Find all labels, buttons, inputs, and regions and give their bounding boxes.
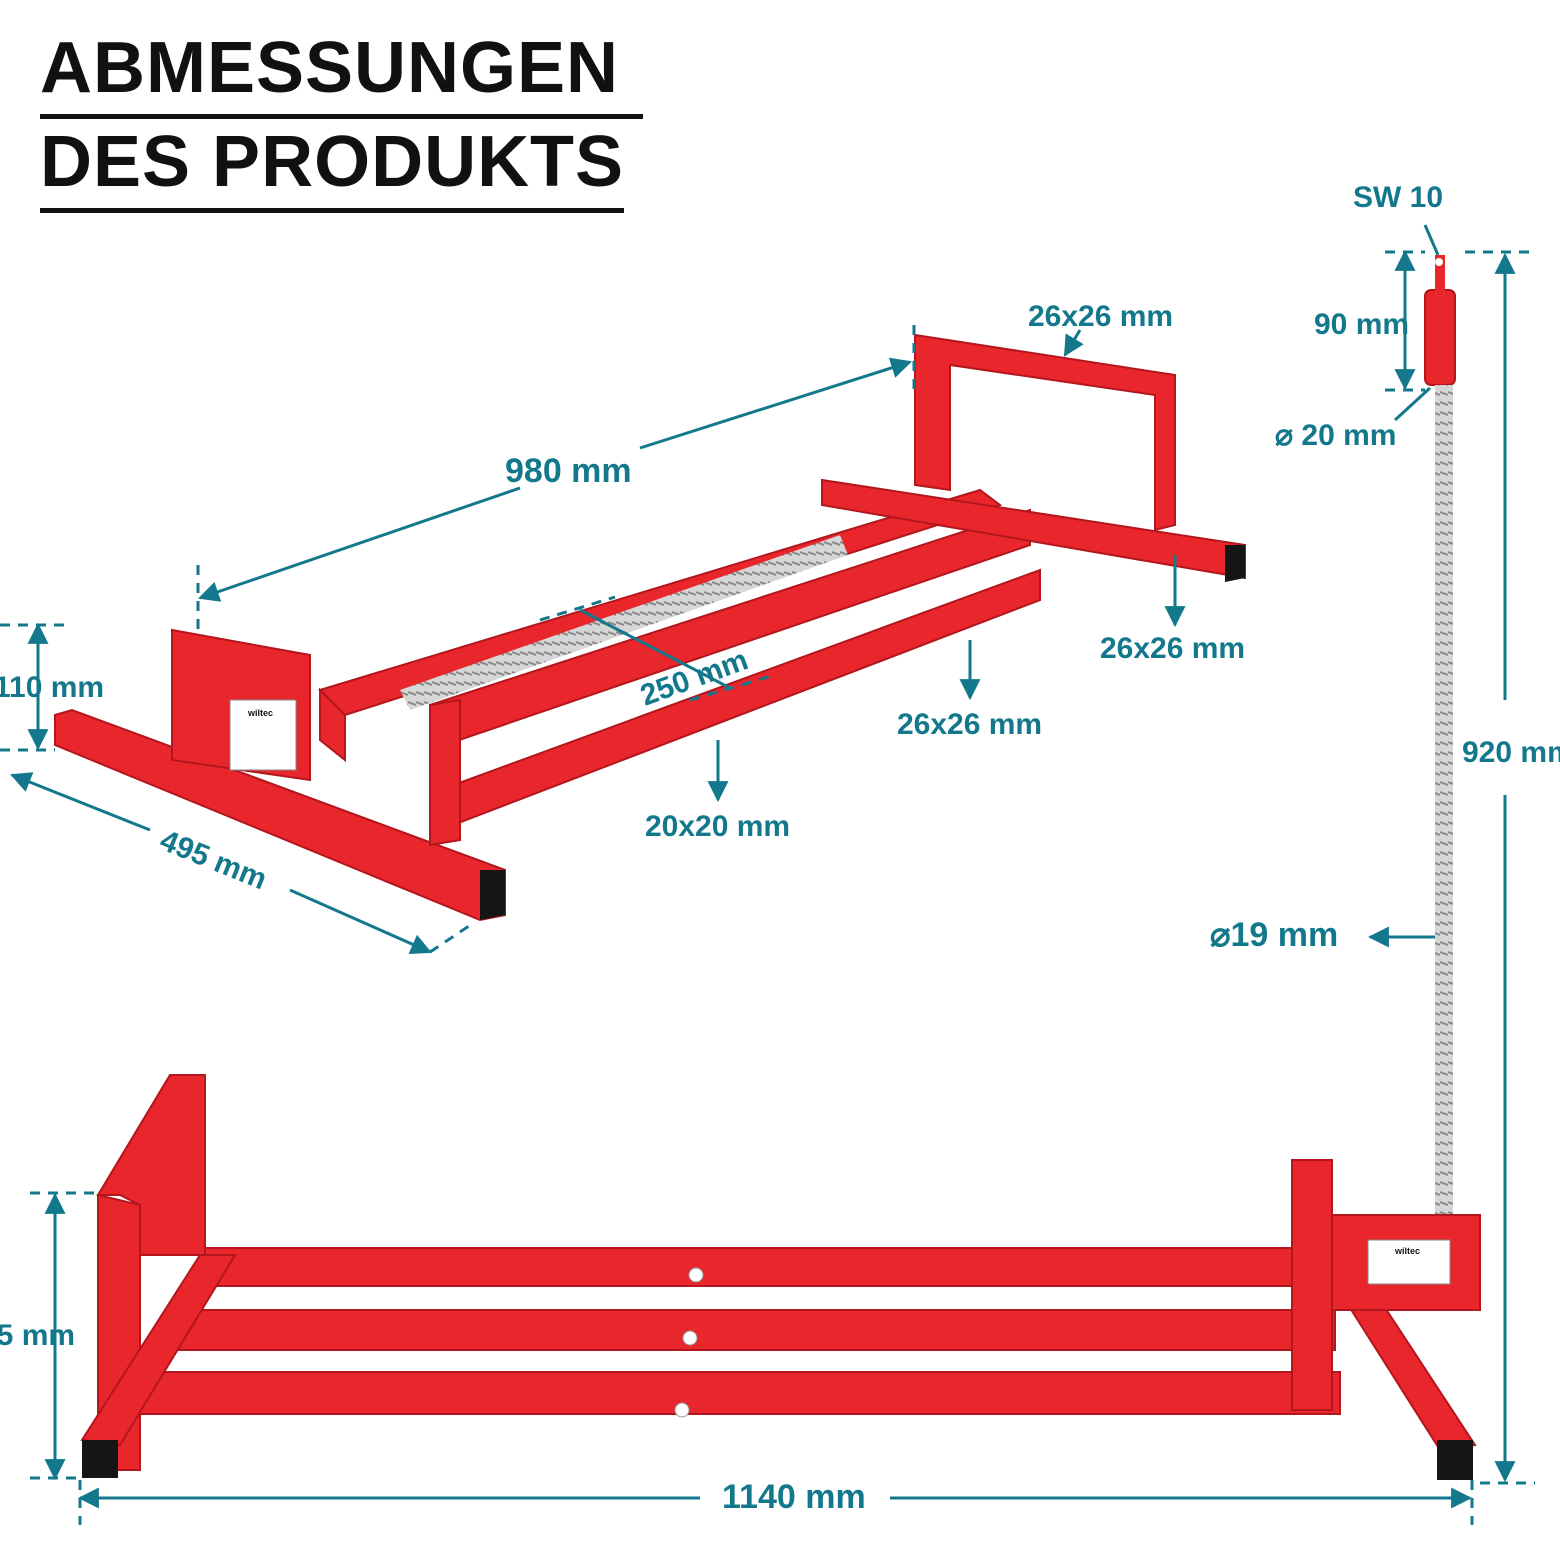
dim-250-ext-b — [689, 673, 776, 702]
bottom-bar-1 — [204, 1247, 1306, 1287]
front-post-1 — [319, 687, 346, 763]
dim-495-label: 495 mm — [155, 824, 271, 896]
dim-dia20-label: ⌀ 20 mm — [1275, 419, 1396, 452]
right-upright — [1291, 1159, 1333, 1411]
bolt-icon — [688, 1267, 704, 1283]
front-crossbar-end — [480, 870, 505, 920]
spring-rod-vertical — [1435, 385, 1453, 1225]
vertical-rod-assembly — [1424, 255, 1456, 1225]
brand-label-top: wiltec — [247, 708, 273, 718]
bolts — [674, 1267, 704, 1418]
handle-top — [1435, 255, 1445, 295]
page-title-line-1: ABMESSUNGEN — [40, 32, 644, 119]
back-crossbar-end — [1225, 545, 1245, 582]
dim-sw10-label: SW 10 — [1353, 181, 1443, 214]
right-foot — [1437, 1440, 1473, 1480]
right-base — [1343, 1299, 1477, 1452]
dim-dia19-label: ⌀19 mm — [1210, 916, 1338, 954]
dim-920-label: 920 mm — [1462, 736, 1560, 769]
dia20-leader — [1393, 386, 1432, 422]
dim-35-label: 35 mm — [0, 1319, 75, 1352]
handle-grip — [1424, 289, 1456, 386]
dim-90-label: 90 mm — [1314, 308, 1409, 341]
dim-26-back-label: 26x26 mm — [1028, 300, 1173, 333]
bottom-bar-2 — [174, 1309, 1336, 1351]
bottom-frame: wiltec — [80, 1074, 1481, 1471]
dim-26-middle-label: 26x26 mm — [897, 708, 1042, 741]
warning-label — [229, 699, 297, 771]
left-foot — [82, 1440, 118, 1478]
dim-495-line-a — [10, 772, 151, 832]
dim-980-label: 980 mm — [505, 452, 632, 490]
dim-110-label: 110 mm — [0, 671, 104, 704]
dim-495-ext — [429, 920, 476, 954]
dim-1140-label: 1140 mm — [722, 1478, 866, 1516]
dim-250-line — [579, 608, 731, 690]
dim-495-line-b — [289, 888, 432, 954]
back-upright-frame — [914, 333, 1176, 532]
bolt-icon — [674, 1402, 690, 1418]
bolt-icon — [682, 1330, 698, 1346]
front-post-2 — [429, 698, 461, 847]
dim-980-line-a — [198, 486, 521, 602]
handle-bolt — [1435, 258, 1443, 266]
spring-rod-top — [400, 535, 848, 710]
brand-label-bottom: wiltec — [1394, 1246, 1420, 1256]
dim-26-back-arrow — [1063, 329, 1084, 357]
page-title-line-2: DES PRODUKTS — [40, 126, 625, 213]
sw10-leader — [1423, 224, 1440, 256]
dim-20-label: 20x20 mm — [645, 810, 790, 843]
dim-250-ext-a — [539, 595, 616, 622]
dimension-lines — [0, 224, 1535, 1525]
dim-980-line-b — [639, 357, 913, 450]
dim-26-right-label: 26x26 mm — [1100, 632, 1245, 665]
left-upright — [96, 1074, 206, 1256]
bottom-bar-3 — [139, 1371, 1341, 1415]
warning-label-bottom — [1367, 1239, 1451, 1285]
